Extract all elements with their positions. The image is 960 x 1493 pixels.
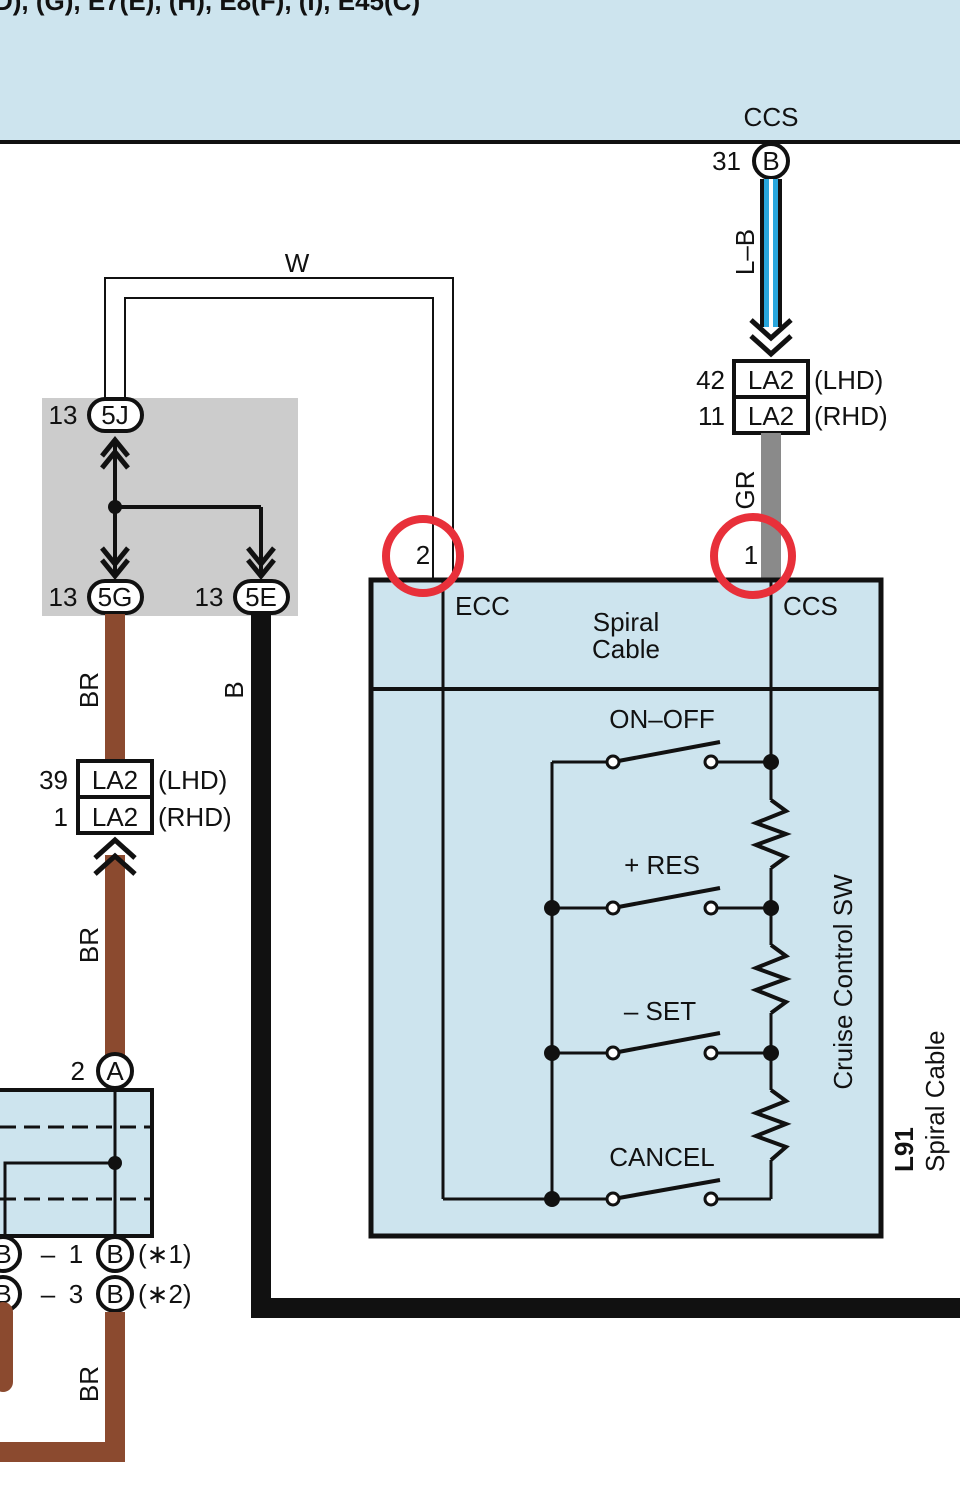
a-conn-letter: A <box>106 1056 124 1086</box>
svg-text:(∗2): (∗2) <box>138 1279 192 1309</box>
a-conn-pin: 2 <box>71 1056 85 1086</box>
la2-upper-name-lhd: LA2 <box>748 365 794 395</box>
jb-5e-pin: 13 <box>195 582 224 612</box>
wire-gr-label: GR <box>730 471 760 510</box>
wire-lb-label: L–B <box>730 229 760 275</box>
la2-lower-name-rhd: LA2 <box>92 802 138 832</box>
jb-down-arrow-5g-icon <box>100 546 130 580</box>
jb-5g-pin: 13 <box>49 582 78 612</box>
wire-br-upper <box>105 614 125 760</box>
resistor-1-icon <box>750 798 792 870</box>
la2-upper-name-rhd: LA2 <box>748 401 794 431</box>
jb-down-arrow-5e-icon <box>246 546 276 580</box>
wire-br-upper-label: BR <box>74 672 104 708</box>
jb-up-arrow-icon <box>100 436 130 470</box>
jb-5e-name: 5E <box>245 582 277 612</box>
svg-text:(∗1): (∗1) <box>138 1239 192 1269</box>
resistor-3-icon <box>750 1088 792 1162</box>
la2-lower-lhd: (LHD) <box>158 765 227 795</box>
component-code: L91 <box>889 1127 919 1172</box>
b-row-1: B – 1 B (∗1) <box>0 1235 192 1273</box>
spiral-pin-ecc: 2 <box>416 540 430 570</box>
wire-gr <box>761 433 781 580</box>
svg-text:B: B <box>106 1239 123 1269</box>
ccs-top-connector: B <box>752 142 790 180</box>
bottom-left-junction-dot <box>108 1156 122 1170</box>
la2-upper-lhd: (LHD) <box>814 365 883 395</box>
cruise-control-sw-label: Cruise Control SW <box>828 874 858 1090</box>
spiral-title-line2: Cable <box>592 634 660 664</box>
wire-br-middle <box>105 855 125 1055</box>
svg-text:B: B <box>0 1239 12 1269</box>
spiral-internal-wiring <box>441 580 773 1201</box>
jb-5j-pin: 13 <box>49 400 78 430</box>
wire-br-middle-label: BR <box>74 927 104 963</box>
b-row-2: B – 3 B (∗2) <box>0 1275 192 1313</box>
jb-5e-connector <box>233 579 290 615</box>
jb-5j-connector <box>87 397 144 433</box>
svg-text:1: 1 <box>69 1239 83 1269</box>
jb-5g-connector <box>87 579 144 615</box>
component-name: Spiral Cable <box>920 1030 950 1172</box>
la2-upper-chevron-icon <box>749 318 793 358</box>
switch-cancel-label: CANCEL <box>609 1142 714 1172</box>
switch-on-off-label: ON–OFF <box>609 704 714 734</box>
spiral-cable-box <box>368 577 884 1239</box>
resistor-2-icon <box>750 943 792 1015</box>
wire-b-label: B <box>219 681 249 698</box>
jb-5j-name: 5J <box>101 400 128 430</box>
wire-br-bottom <box>0 1312 125 1462</box>
wire-br-bottom-label: BR <box>74 1366 104 1402</box>
svg-text:B: B <box>0 1279 12 1309</box>
svg-text:3: 3 <box>69 1279 83 1309</box>
ccs-top-letter: B <box>762 146 779 176</box>
top-panel <box>0 0 960 142</box>
ccs-top-terminal-label: CCS <box>744 102 799 132</box>
svg-text:–: – <box>41 1279 56 1309</box>
la2-lower-name-lhd: LA2 <box>92 765 138 795</box>
switch-on-off-icon <box>605 740 721 770</box>
spiral-title-line1: Spiral <box>593 607 659 637</box>
jb-junction-dot <box>108 500 122 514</box>
switch-res-icon <box>605 886 721 916</box>
wire-w-label: W <box>285 248 310 278</box>
spiral-pin-ccs: 1 <box>744 540 758 570</box>
switch-res-label: + RES <box>624 850 700 880</box>
highlight-ring-ecc <box>382 515 464 597</box>
la2-lower-chevron-icon <box>93 836 137 876</box>
spiral-ccs-label: CCS <box>783 591 838 621</box>
svg-text:–: – <box>41 1239 56 1269</box>
switch-cancel-icon <box>605 1178 721 1207</box>
svg-text:B: B <box>106 1279 123 1309</box>
wire-lb <box>760 179 782 327</box>
la2-lower-pin-lhd: 39 <box>39 765 68 795</box>
jb-5g-name: 5G <box>98 582 133 612</box>
la2-lower-pin-rhd: 1 <box>54 802 68 832</box>
spiral-ecc-label: ECC <box>455 591 510 621</box>
la2-lower-box-rhd <box>76 795 154 835</box>
la2-lower-rhd: (RHD) <box>158 802 232 832</box>
header-title-fragment: D), (G), E7(E), (H), E8(F), (I), E45(C) <box>0 0 420 16</box>
la2-lower-box-lhd <box>76 759 154 799</box>
spiral-junction-dots <box>544 754 779 1207</box>
la2-upper-pin-lhd: 42 <box>696 365 725 395</box>
ccs-top-pin: 31 <box>712 146 741 176</box>
highlight-ring-ccs <box>710 513 796 599</box>
switch-set-icon <box>605 1031 721 1061</box>
la2-upper-pin-rhd: 11 <box>698 401 725 431</box>
switch-set-label: – SET <box>624 996 696 1026</box>
la2-upper-rhd: (RHD) <box>814 401 888 431</box>
wire-b <box>251 614 960 1318</box>
